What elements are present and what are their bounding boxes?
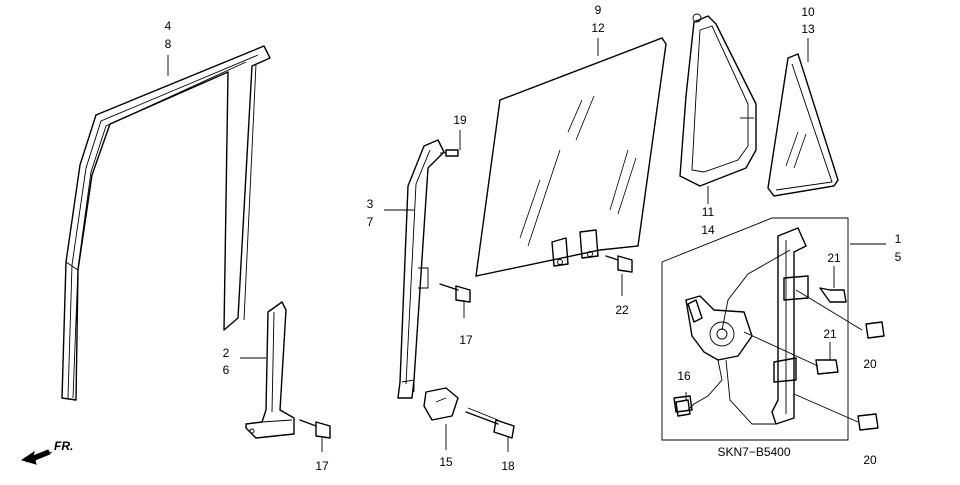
- door-glass-part-9-12: [475, 37, 667, 277]
- front-direction-arrow-icon: [20, 449, 53, 465]
- callout-11: 11: [702, 205, 715, 219]
- callout-7: 7: [367, 215, 374, 229]
- bolt-20-upper: [865, 321, 885, 339]
- window-regulator-part-1-5: [675, 227, 809, 425]
- callout-9: 9: [595, 3, 602, 17]
- bolt-20-lower: [857, 413, 879, 431]
- front-direction-label: FR.: [54, 439, 73, 453]
- callout-12: 12: [591, 21, 605, 35]
- callout-5: 5: [895, 250, 902, 264]
- callout-8: 8: [165, 37, 172, 51]
- connector-16: [673, 395, 693, 413]
- callout-13: 13: [801, 22, 815, 36]
- callout-21-lower: 21: [823, 327, 837, 341]
- bolt-19: [440, 149, 459, 157]
- callout-1: 1: [895, 232, 902, 246]
- callout-20-upper: 20: [863, 357, 877, 371]
- clip-15: [423, 387, 459, 421]
- bolt-21-upper: [819, 287, 847, 303]
- glass-run-channel-part-3-7: [397, 139, 445, 399]
- run-channel-part-4-8: [61, 45, 271, 401]
- callout-20-lower: 20: [863, 453, 877, 467]
- callout-17-middle: 17: [459, 333, 473, 347]
- callout-17-left: 17: [315, 459, 329, 473]
- callout-16: 16: [677, 369, 691, 383]
- callout-6: 6: [223, 363, 230, 377]
- bolt-17-middle: [439, 283, 471, 303]
- bolt-17-left: [299, 419, 331, 439]
- callout-10: 10: [801, 5, 815, 19]
- callout-4: 4: [165, 19, 172, 33]
- bolt-21-lower: [815, 359, 839, 375]
- callout-2: 2: [223, 346, 230, 360]
- lower-channel-part-2-6: [245, 301, 295, 439]
- diagram-code: SKN7−B5400: [717, 445, 790, 459]
- callout-18: 18: [501, 459, 515, 473]
- bolt-18: [465, 407, 515, 439]
- regulator-assembly-box: [661, 217, 849, 441]
- callout-19: 19: [453, 113, 467, 127]
- quarter-frame-part-11-14: [679, 13, 757, 187]
- callout-15: 15: [439, 455, 453, 469]
- leader-lines: [167, 38, 886, 452]
- quarter-glass-part-10-13: [767, 53, 839, 197]
- bolt-22: [605, 255, 633, 273]
- callout-3: 3: [367, 197, 374, 211]
- callout-22: 22: [615, 303, 629, 317]
- callout-14: 14: [701, 223, 715, 237]
- callout-21-upper: 21: [827, 251, 841, 265]
